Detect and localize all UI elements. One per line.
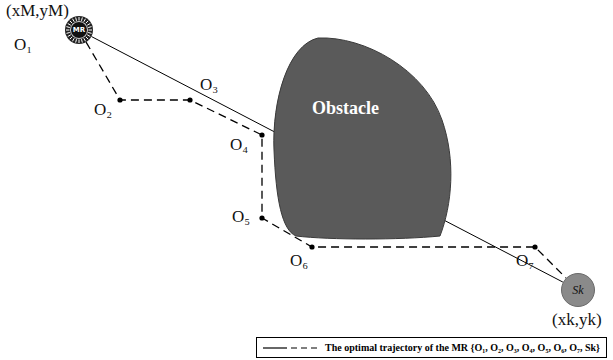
waypoint-label: O₃: [200, 76, 218, 95]
obstacle-outline: [262, 32, 458, 244]
legend-box: The optimal trajectory of the MR {O₁, O₂…: [256, 337, 607, 358]
waypoint-label: O₅: [232, 208, 250, 227]
obstacle-label: Obstacle: [312, 98, 379, 119]
obstacle-shape: Obstacle: [262, 32, 458, 244]
waypoint-label: O₇: [516, 252, 534, 271]
legend-text: The optimal trajectory of the MR {O₁, O₂…: [325, 342, 600, 353]
robot-circle: MR: [65, 16, 93, 44]
legend-line-sample: [261, 343, 319, 353]
waypoint-label: O₆: [290, 252, 308, 271]
waypoint-label: O₄: [230, 136, 248, 155]
waypoint-label: O₁: [14, 36, 32, 55]
waypoint-label: O₂: [94, 101, 112, 120]
straight-line: [91, 37, 563, 283]
coordinate-label: (xk,yk): [552, 311, 602, 330]
goal-label: Sk: [572, 283, 583, 298]
waypoint-dot: [259, 132, 264, 137]
coordinate-label: (xM,yM): [6, 2, 69, 21]
goal-circle: Sk: [561, 273, 595, 307]
robot-label: MR: [73, 26, 85, 34]
